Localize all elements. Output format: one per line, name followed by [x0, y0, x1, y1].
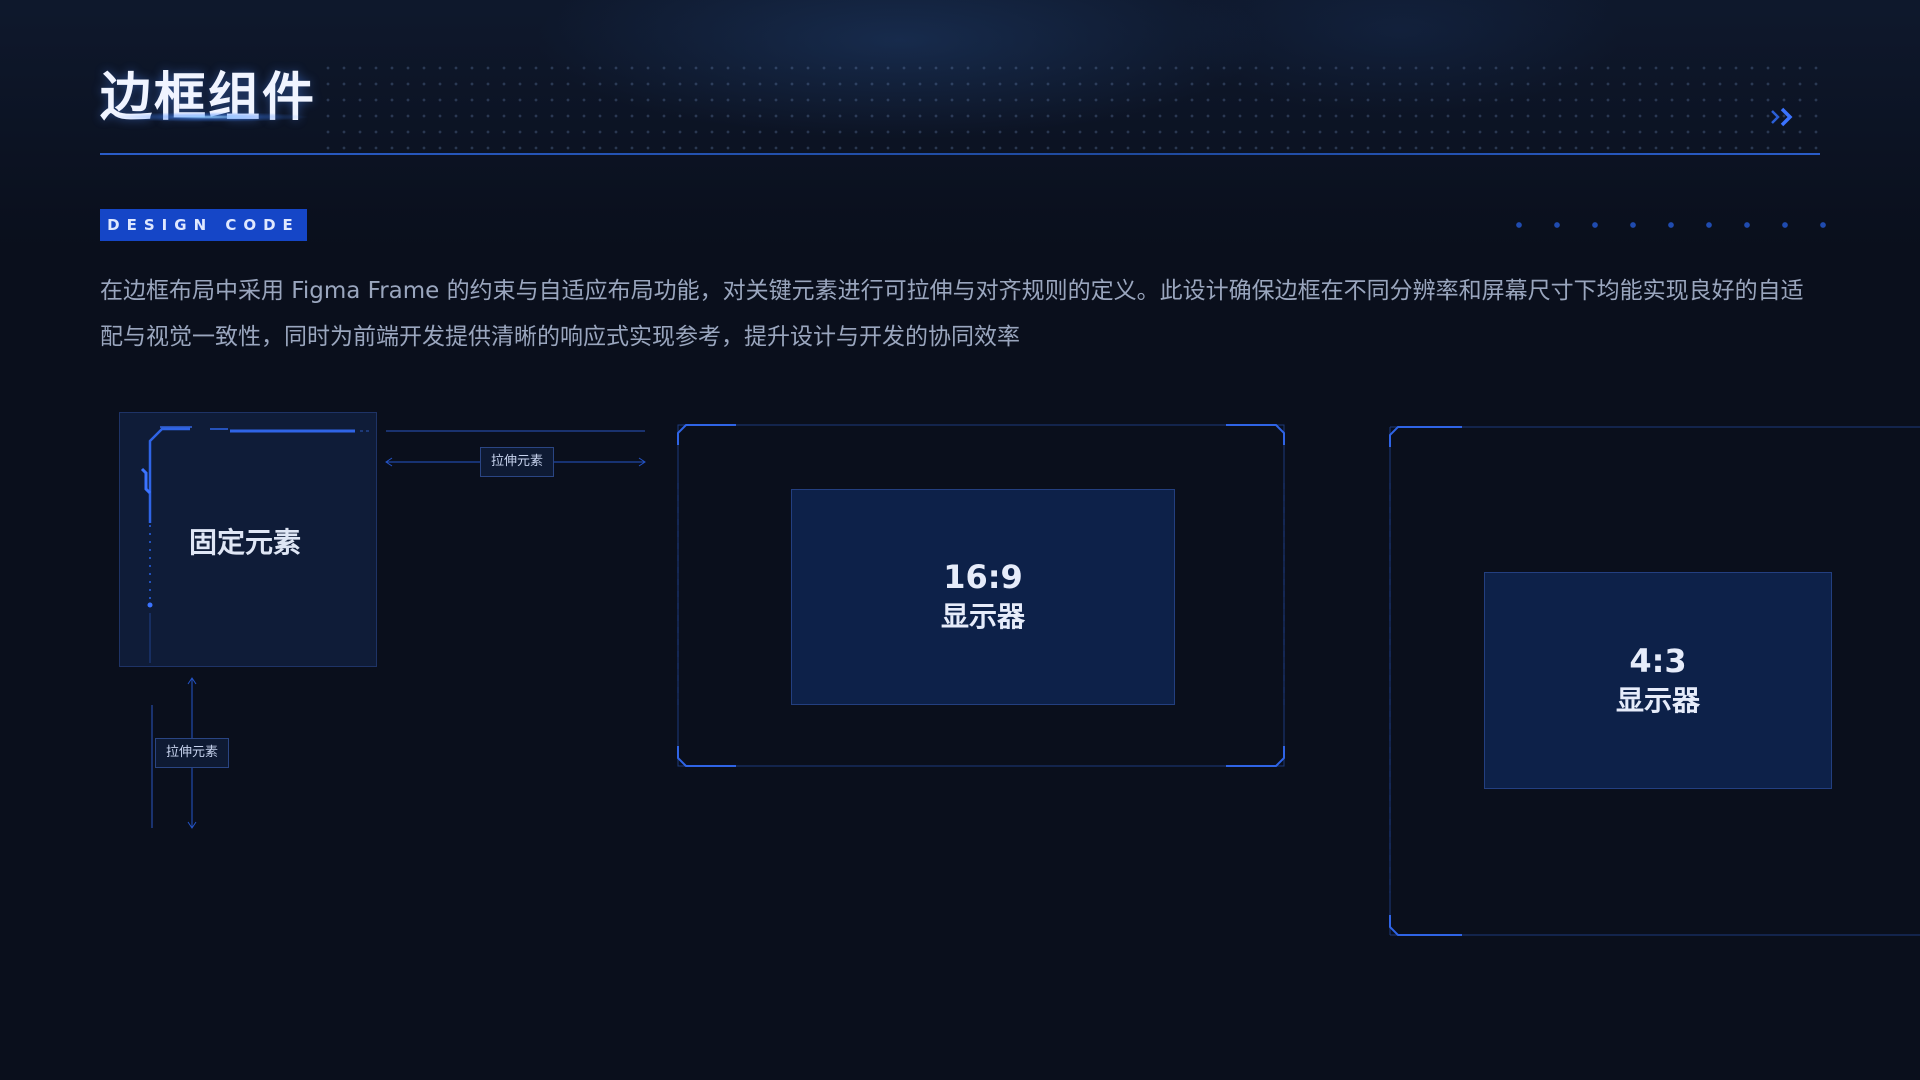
screen-4-3: 4:3 显示器 [1484, 572, 1832, 789]
screen-ratio-16-9: 16:9 [943, 558, 1023, 596]
monitor-frame-4-3 [1389, 426, 1920, 936]
screen-label-4-3: 显示器 [1615, 683, 1700, 717]
monitor-frame-16-9 [677, 424, 1285, 767]
screen-label-16-9: 显示器 [940, 600, 1025, 633]
screen-ratio-4-3: 4:3 [1629, 641, 1687, 680]
corner-frame-decoration [140, 426, 372, 663]
double-chevron-right-icon [1771, 107, 1793, 127]
fixed-element-label: 固定元素 [188, 526, 301, 559]
header-divider [100, 153, 1820, 155]
title-glow-decoration [110, 112, 310, 122]
design-code-badge: DESIGN CODE [100, 209, 307, 241]
stretch-tag-vertical: 拉伸元素 [155, 738, 230, 768]
screen-16-9: 16:9 显示器 [791, 489, 1175, 705]
fixed-element-panel: 固定元素 [119, 412, 377, 667]
decorative-dot-grid [1500, 206, 1830, 256]
header-dot-pattern [320, 60, 1820, 150]
description-text: 在边框布局中采用 Figma Frame 的约束与自适应布局功能，对关键元素进行… [100, 278, 1804, 350]
stretch-tag-horizontal: 拉伸元素 [480, 447, 555, 477]
